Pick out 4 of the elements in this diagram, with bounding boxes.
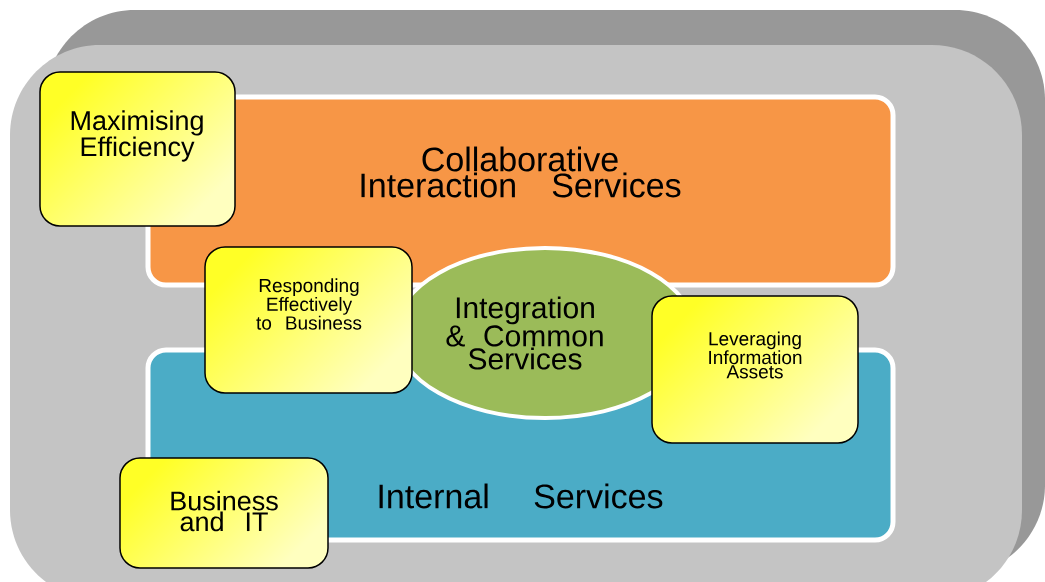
- sticky-note: Responding Effectively to Business: [204, 246, 413, 394]
- sticky-note: Business and IT: [119, 457, 329, 569]
- sticky-note: Maximising Efficiency: [39, 71, 236, 227]
- sticky-note: Leveraging Information Assets: [651, 295, 859, 444]
